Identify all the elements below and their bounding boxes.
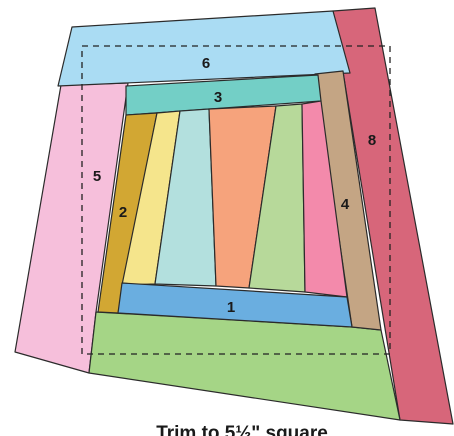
trim-line	[81, 45, 391, 355]
piece-7	[57, 10, 351, 87]
piece-8	[332, 7, 454, 425]
piece-label-3: 3	[214, 89, 222, 106]
piece-label-6: 5	[93, 168, 101, 185]
piece-label-2: 2	[119, 204, 127, 221]
piece-label-7: 6	[202, 55, 210, 72]
piece-label-4: 4	[341, 196, 350, 213]
piece-label-8: 8	[368, 132, 376, 149]
trim-caption: Trim to 5½" square	[156, 423, 328, 436]
piece-5	[88, 311, 401, 421]
piece-1	[117, 282, 353, 328]
piece-label-1: 1	[227, 299, 235, 316]
